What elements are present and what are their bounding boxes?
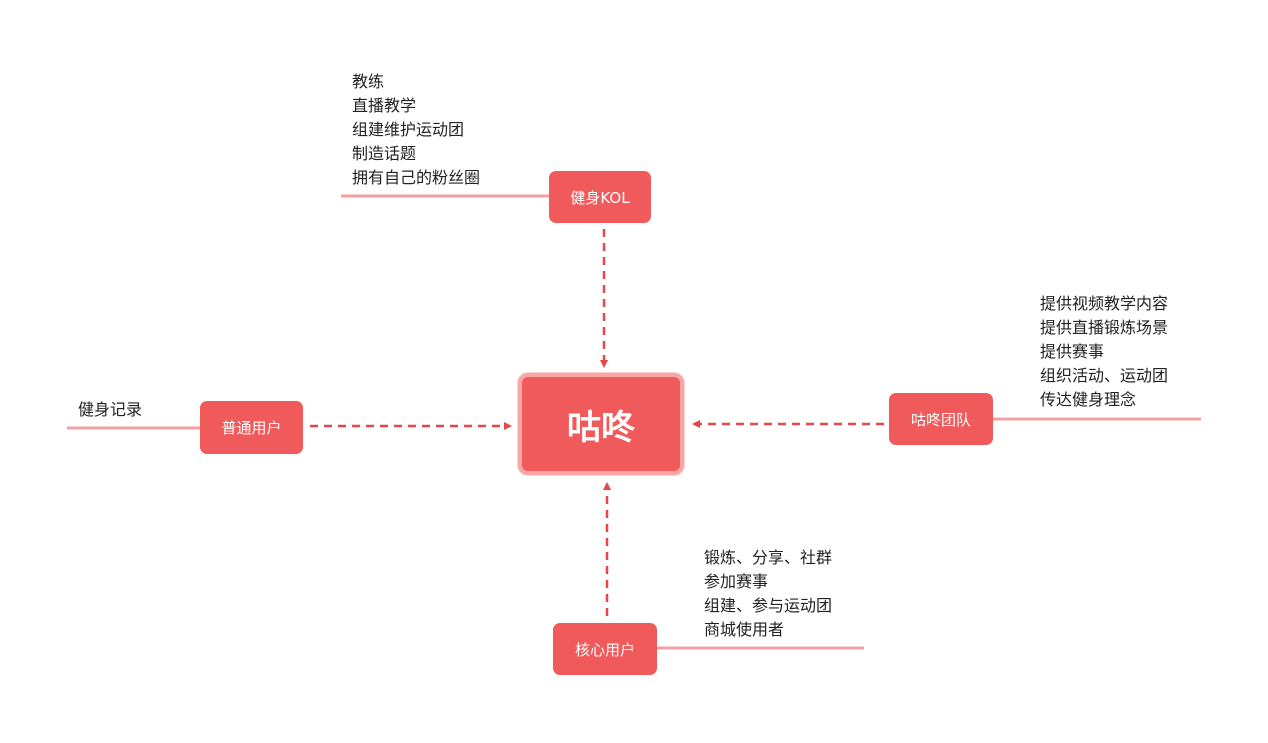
- kol-note-item: 直播教学: [352, 96, 417, 115]
- kol-note-item: 制造话题: [352, 144, 417, 163]
- team-note-item: 提供赛事: [1040, 342, 1105, 361]
- core-user-notes: 锻炼、分享、社群 参加赛事 组建、参与运动团 商城使用者: [704, 546, 832, 642]
- team-note-item: 提供直播锻炼场景: [1040, 318, 1169, 337]
- node-fitness-kol-label: 健身KOL: [570, 188, 630, 207]
- kol-notes: 教练 直播教学 组建维护运动团 制造话题 拥有自己的粉丝圈: [352, 70, 480, 190]
- center-node-label: 咕咚: [567, 407, 635, 448]
- node-core-user-label: 核心用户: [574, 640, 635, 659]
- kol-note-item: 教练: [352, 72, 385, 91]
- node-fitness-kol[interactable]: 健身KOL: [549, 171, 651, 223]
- core-user-note-item: 商城使用者: [704, 620, 785, 639]
- core-user-note-item: 参加赛事: [704, 572, 769, 591]
- node-core-user[interactable]: 核心用户: [553, 623, 657, 675]
- core-user-note-item: 锻炼、分享、社群: [704, 548, 833, 567]
- node-normal-user[interactable]: 普通用户: [200, 401, 303, 454]
- node-normal-user-label: 普通用户: [221, 419, 282, 437]
- team-note-item: 提供视频教学内容: [1040, 294, 1169, 313]
- team-note-item: 传达健身理念: [1040, 390, 1137, 409]
- kol-note-item: 组建维护运动团: [352, 120, 465, 139]
- core-user-note-item: 组建、参与运动团: [704, 596, 833, 615]
- node-gudong-team-label: 咕咚团队: [910, 410, 971, 429]
- center-node-gudong[interactable]: 咕咚: [518, 373, 684, 475]
- normal-user-notes: 健身记录: [78, 398, 142, 422]
- team-notes: 提供视频教学内容 提供直播锻炼场景 提供赛事 组织活动、运动团 传达健身理念: [1040, 292, 1168, 412]
- kol-note-item: 拥有自己的粉丝圈: [352, 168, 481, 187]
- normal-user-note-item: 健身记录: [78, 400, 143, 419]
- team-note-item: 组织活动、运动团: [1040, 366, 1169, 385]
- node-gudong-team[interactable]: 咕咚团队: [889, 393, 993, 445]
